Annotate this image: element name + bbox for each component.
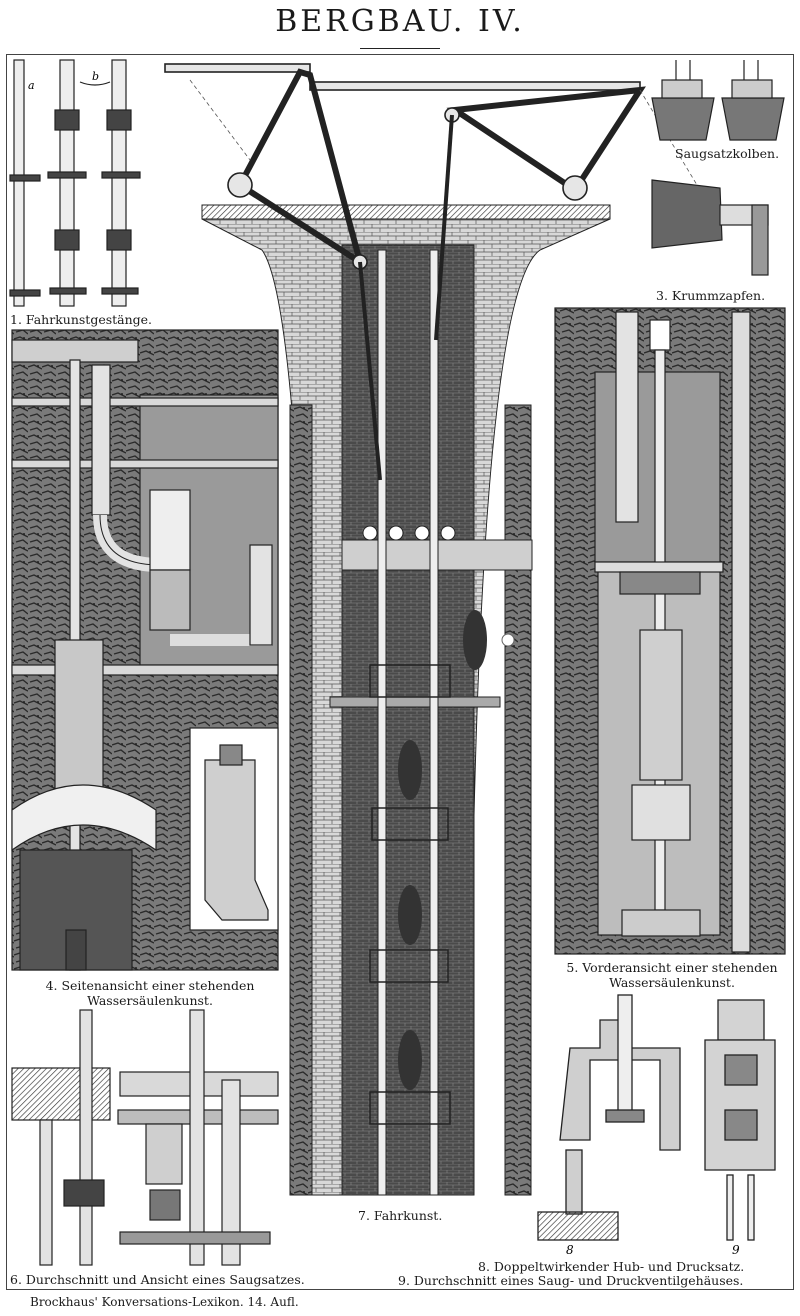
fig6-caption: 6. Durchschnitt und Ansicht eines Saugsa… bbox=[10, 1272, 305, 1287]
fig3-crank bbox=[651, 179, 769, 276]
fig5-front-view bbox=[554, 307, 786, 955]
fig1-label-b: b bbox=[92, 70, 99, 83]
fig5-caption-line2: Wassersäulenkunst. bbox=[609, 975, 735, 990]
fig4-caption-line1: 4. Seitenansicht einer stehenden bbox=[45, 978, 255, 993]
plate-footer: Brockhaus' Konversations-Lexikon. 14. Au… bbox=[30, 1295, 299, 1309]
fig9-number: 9 bbox=[732, 1243, 740, 1257]
fig1-caption: 1. Fahrkunstgestänge. bbox=[10, 312, 153, 327]
fig7-caption: 7. Fahrkunst. bbox=[358, 1208, 443, 1223]
title-rule bbox=[360, 48, 440, 49]
fig9-valve-housing bbox=[704, 999, 776, 1241]
fig1-rods bbox=[9, 59, 141, 307]
fig9-caption: 9. Durchschnitt eines Saug- und Druckven… bbox=[398, 1273, 744, 1288]
fig5-caption: 5. Vorderansicht einer stehenden Wassers… bbox=[552, 960, 792, 990]
fig2-pistons bbox=[651, 60, 785, 141]
plate-title: BERGBAU. IV. bbox=[275, 4, 525, 39]
fig1-label-a: a bbox=[28, 79, 35, 92]
fig4-caption: 4. Seitenansicht einer stehenden Wassers… bbox=[10, 978, 290, 1008]
fig8-number: 8 bbox=[566, 1243, 574, 1257]
fig6-suction-set bbox=[11, 1009, 279, 1266]
fig3-caption: 3. Krummzapfen. bbox=[656, 288, 766, 303]
fig8-caption: 8. Doppeltwirkender Hub- und Drucksatz. bbox=[478, 1259, 745, 1274]
fig7-beam-linkage bbox=[164, 63, 701, 481]
fig8-double-acting-set bbox=[537, 994, 681, 1241]
fig4-side-view bbox=[11, 329, 279, 971]
plate-frame bbox=[6, 54, 794, 1290]
fig4-caption-line2: Wassersäulenkunst. bbox=[87, 993, 213, 1008]
fig5-caption-line1: 5. Vorderansicht einer stehenden bbox=[566, 960, 778, 975]
fig7-shaft bbox=[201, 204, 611, 1196]
fig2-caption: Saugsatzkolben. bbox=[675, 146, 780, 161]
